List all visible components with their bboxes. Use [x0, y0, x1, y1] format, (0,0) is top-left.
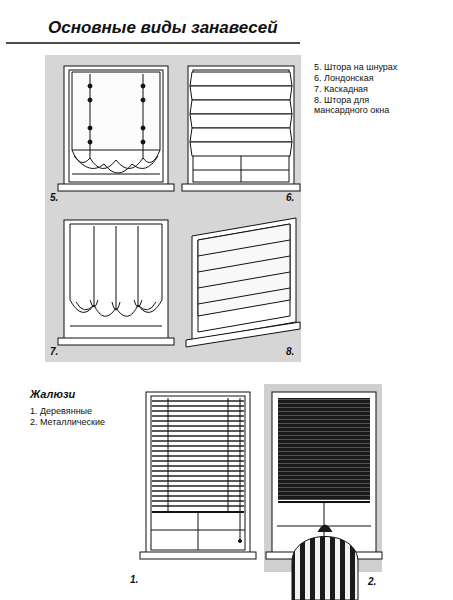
legend-item: 1. Деревянные: [30, 406, 92, 416]
legend-item: 2. Металлические: [30, 417, 105, 427]
metal-blind: [264, 384, 382, 600]
legend-item: 6. Лондонская: [314, 73, 374, 83]
legend-item: 7. Каскадная: [314, 84, 368, 94]
callout-number: 2.: [366, 576, 378, 588]
callout-number: 1.: [128, 574, 140, 586]
callout-number: 8.: [284, 346, 296, 358]
callout-number: 5.: [48, 192, 60, 204]
cord-shade: [58, 66, 174, 191]
cascade-shade: [58, 220, 174, 345]
legend-item: 8. Штора для мансардного окна: [314, 95, 406, 116]
panel-ground: [45, 55, 301, 362]
heading-rule: [6, 42, 300, 44]
section-heading: Жалюзи: [30, 388, 75, 401]
striped-vase: [292, 537, 358, 600]
wooden-blind: [140, 392, 256, 559]
callout-number: 6.: [284, 192, 296, 204]
roman-shade: [182, 66, 300, 191]
attic-shade: [186, 218, 300, 347]
callout-number: 7.: [48, 346, 60, 358]
legend-item: 5. Штора на шнурах: [314, 62, 397, 72]
page-title: Основные виды занавесей: [48, 18, 278, 38]
